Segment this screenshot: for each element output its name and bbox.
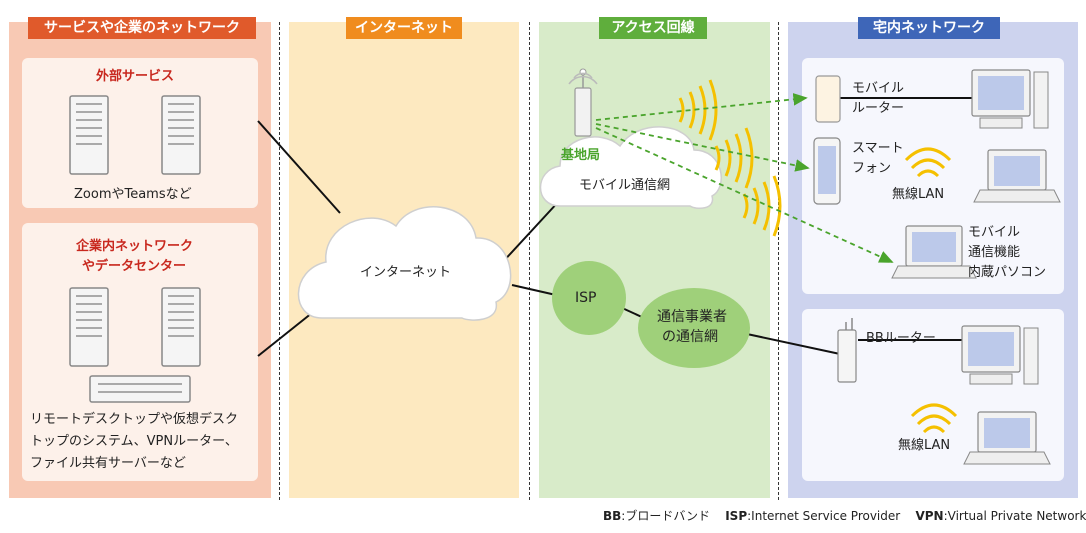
legend-isp-value: :Internet Service Provider xyxy=(747,509,901,523)
link-carrier-to-bbrouter xyxy=(746,333,841,355)
wifi-waves-2 xyxy=(910,403,958,434)
wireless-lan-label-2: 無線LAN xyxy=(898,438,951,453)
connection-lines xyxy=(257,97,972,357)
legend-bb-key: BB xyxy=(603,509,622,523)
corporate-title-line2: やデータセンター xyxy=(82,259,187,274)
separator-1 xyxy=(279,22,280,500)
access-header: アクセス回線 xyxy=(599,17,707,39)
external-services-panel xyxy=(22,58,258,208)
separator-2 xyxy=(529,22,530,500)
desktop-pc-icon xyxy=(971,69,1049,129)
external-services-title: 外部サービス xyxy=(96,69,175,84)
link-internet-to-isp xyxy=(511,284,557,296)
internet-header: インターネット xyxy=(346,17,462,39)
carrier-network-node xyxy=(638,288,750,368)
separator-3 xyxy=(778,22,779,500)
bb-router-icon xyxy=(837,318,857,383)
mobile-router-label-line2: ルーター xyxy=(852,101,905,116)
laptop-2-icon xyxy=(963,411,1051,465)
external-services-caption: ZoomやTeamsなど xyxy=(74,187,192,202)
laptop-icon xyxy=(973,149,1061,203)
corporate-panel xyxy=(22,223,258,481)
mobile-router-label-line1: モバイル xyxy=(852,81,905,96)
internet-cloud-label: インターネット xyxy=(360,265,452,280)
legend-vpn-value: :Virtual Private Network xyxy=(943,509,1086,523)
smartphone-icon xyxy=(813,137,841,205)
desktop-pc-2-icon xyxy=(961,325,1039,385)
bb-router-label: BBルーター xyxy=(866,331,936,346)
mobile-laptop-icon xyxy=(891,225,977,279)
base-station-icon xyxy=(568,68,598,137)
legend-isp-key: ISP xyxy=(725,509,748,523)
isp-label: ISP xyxy=(575,290,597,306)
service-header: サービスや企業のネットワーク xyxy=(28,17,256,39)
corporate-caption-line1: リモートデスクトップや仮想デスク xyxy=(30,412,239,427)
carrier-label-line1: 通信事業者 xyxy=(657,309,727,325)
isp-node xyxy=(552,261,626,335)
mobile-pc-label-line2: 通信機能 xyxy=(968,245,1021,260)
smartphone-label-line1: スマート xyxy=(852,141,904,156)
home-header: 宅内ネットワーク xyxy=(858,17,1000,39)
corporate-caption-line2: トップのシステム、VPNルーター、 xyxy=(30,434,238,449)
link-internet-to-mobile xyxy=(499,199,561,266)
legend-bb-value: :ブロードバンド xyxy=(621,509,710,523)
internet-cloud-icon xyxy=(297,206,512,321)
legend: BB:ブロードバンド ISP:Internet Service Provider… xyxy=(603,507,1086,524)
mobile-network-cloud-icon xyxy=(539,126,722,210)
mobile-pc-label-line1: モバイル xyxy=(968,225,1021,240)
wifi-waves-1 xyxy=(904,147,952,178)
corporate-caption-line3: ファイル共有サーバーなど xyxy=(30,456,186,471)
legend-vpn-key: VPN xyxy=(915,509,944,523)
base-station-label: 基地局 xyxy=(561,148,601,163)
corporate-title-line1: 企業内ネットワーク xyxy=(76,239,194,254)
carrier-label-line2: の通信網 xyxy=(662,329,718,345)
smartphone-label-line2: フォン xyxy=(852,161,892,176)
mobile-router-icon xyxy=(815,75,841,123)
wireless-lan-label-1: 無線LAN xyxy=(892,187,945,202)
mobile-pc-label-line3: 内蔵パソコン xyxy=(968,265,1047,280)
link-external-to-internet xyxy=(257,120,341,214)
wireless-arrows xyxy=(595,93,894,263)
mobile-network-label: モバイル通信網 xyxy=(579,178,671,193)
